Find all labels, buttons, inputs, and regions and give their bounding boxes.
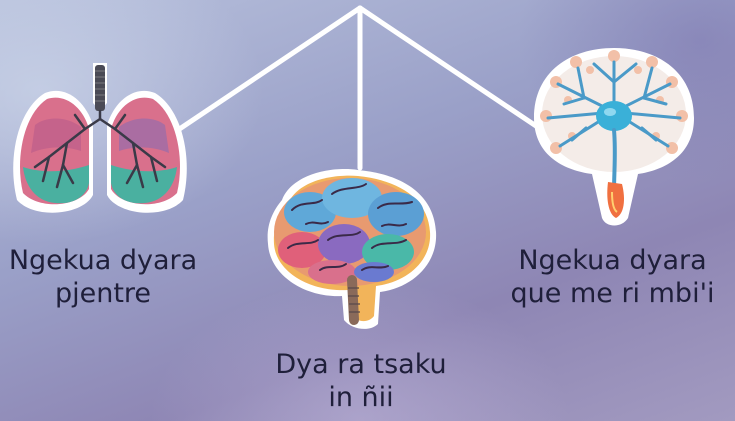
brain-label: Dya ra tsaku in ñii bbox=[248, 348, 474, 414]
brain-icon bbox=[262, 160, 444, 332]
brain-label-line1: Dya ra tsaku bbox=[248, 348, 474, 381]
neuron-label-line2: que me ri mbi'i bbox=[490, 277, 735, 310]
neuron-label-line1: Ngekua dyara bbox=[490, 244, 735, 277]
neuron-label: Ngekua dyara que me ri mbi'i bbox=[490, 244, 735, 310]
connector-to-neuron bbox=[360, 8, 548, 134]
neuron-icon bbox=[528, 42, 700, 230]
brain-label-line2: in ñii bbox=[248, 381, 474, 414]
lungs-label-line1: Ngekua dyara bbox=[0, 244, 216, 277]
connector-to-lungs bbox=[172, 8, 360, 134]
lungs-label: Ngekua dyara pjentre bbox=[0, 244, 216, 310]
lungs-icon bbox=[5, 55, 195, 225]
lungs-label-line2: pjentre bbox=[0, 277, 216, 310]
